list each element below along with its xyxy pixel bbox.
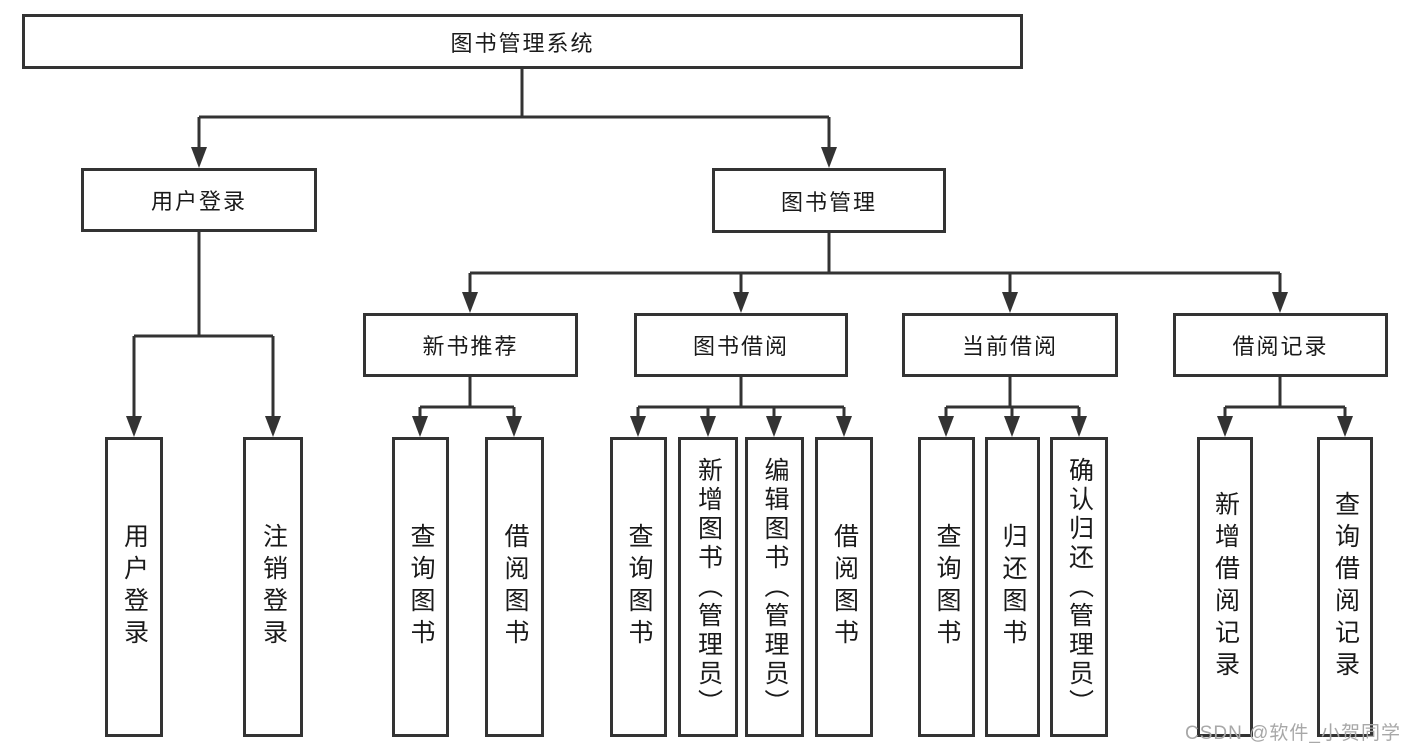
node-library-management-system: 图书管理系统 (22, 14, 1023, 69)
leaf-return-books: 归还图书 (985, 437, 1040, 737)
leaf-label: 编辑图书（管理员） (761, 456, 789, 718)
arrow-down-icon (821, 147, 837, 168)
csdn-watermark: CSDN @软件_小贺同学 (1185, 723, 1401, 744)
node-borrow-records: 借阅记录 (1173, 313, 1388, 377)
leaf-label: 查询图书 (933, 523, 961, 651)
node-label: 新书推荐 (422, 334, 519, 359)
leaf-query-books-current: 查询图书 (918, 437, 975, 737)
leaf-label: 归还图书 (999, 523, 1027, 651)
leaf-label: 确认归还（管理员） (1065, 456, 1094, 718)
node-book-management-branch: 图书管理 (712, 168, 946, 233)
arrow-down-icon (1004, 416, 1020, 437)
arrow-down-icon (1337, 416, 1353, 437)
leaf-query-books-recommend: 查询图书 (392, 437, 449, 737)
arrow-down-icon (506, 416, 522, 437)
arrow-down-icon (412, 416, 428, 437)
arrow-down-icon (1272, 292, 1288, 313)
leaf-label: 借阅图书 (830, 523, 859, 651)
leaf-borrow-books: 借阅图书 (815, 437, 873, 737)
connector-borrow-children (636, 377, 846, 419)
node-book-borrow: 图书借阅 (634, 313, 848, 377)
node-label: 图书管理 (780, 189, 877, 215)
arrow-down-icon (126, 416, 142, 437)
leaf-label: 查询图书 (407, 523, 435, 651)
arrow-down-icon (630, 416, 646, 437)
connector-mgmt-level3 (468, 233, 1282, 295)
node-label: 用户登录 (150, 189, 247, 214)
node-label: 图书管理系统 (450, 30, 595, 56)
leaf-label: 查询图书 (625, 523, 653, 651)
node-new-book-recommend: 新书推荐 (363, 313, 578, 377)
arrow-down-icon (191, 147, 207, 168)
connector-newrec-children (418, 377, 516, 419)
leaf-add-borrow-record: 新增借阅记录 (1197, 437, 1253, 737)
leaf-label: 查询借阅记录 (1331, 491, 1360, 683)
arrow-down-icon (766, 416, 782, 437)
node-current-borrow: 当前借阅 (902, 313, 1118, 377)
node-user-login-branch: 用户登录 (81, 168, 317, 232)
leaf-logout: 注销登录 (243, 437, 303, 737)
leaf-borrow-books-recommend: 借阅图书 (485, 437, 544, 737)
leaf-label: 新增图书（管理员） (694, 456, 723, 718)
arrow-down-icon (700, 416, 716, 437)
arrow-down-icon (938, 416, 954, 437)
connector-records-children (1223, 377, 1347, 419)
leaf-query-borrow-record: 查询借阅记录 (1317, 437, 1373, 737)
arrow-down-icon (1071, 416, 1087, 437)
arrow-down-icon (1002, 292, 1018, 313)
connector-root-level2 (197, 69, 831, 150)
leaf-label: 用户登录 (120, 523, 149, 651)
arrow-down-icon (733, 292, 749, 313)
arrow-down-icon (265, 416, 281, 437)
connector-current-children (944, 377, 1081, 419)
arrow-down-icon (836, 416, 852, 437)
leaf-label: 借阅图书 (501, 523, 529, 651)
leaf-label: 注销登录 (259, 523, 288, 651)
leaf-label: 新增借阅记录 (1211, 491, 1240, 683)
leaf-edit-books-admin: 编辑图书（管理员） (745, 437, 804, 737)
arrow-down-icon (462, 292, 478, 313)
arrow-down-icon (1217, 416, 1233, 437)
leaf-query-books-borrow: 查询图书 (610, 437, 667, 737)
node-label: 图书借阅 (692, 334, 789, 359)
node-label: 借阅记录 (1232, 334, 1329, 359)
connector-login-children (132, 232, 275, 419)
leaf-confirm-return-admin: 确认归还（管理员） (1050, 437, 1108, 737)
leaf-user-login: 用户登录 (105, 437, 163, 737)
node-label: 当前借阅 (961, 334, 1058, 359)
leaf-add-books-admin: 新增图书（管理员） (678, 437, 738, 737)
